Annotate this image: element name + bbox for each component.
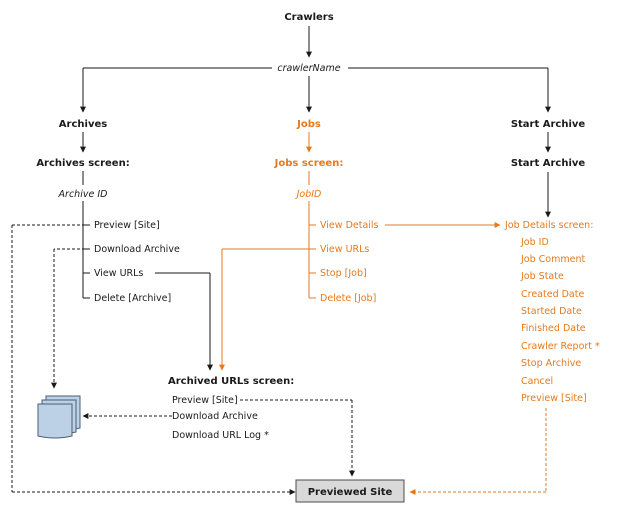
crawlers-label: Crawlers <box>284 12 333 23</box>
crawler-name-label: crawlerName <box>277 63 340 74</box>
job-details-screen-label: Job Details screen: <box>504 220 593 231</box>
archived-urls-screen-label: Archived URLs screen: <box>168 376 294 387</box>
job-details-item: Crawler Report * <box>521 341 600 352</box>
document-stack-icon <box>37 395 81 439</box>
job-details-item: Started Date <box>521 306 582 317</box>
job-action-view-details: View Details <box>320 220 379 231</box>
archived-urls-item-log: Download URL Log * <box>172 430 269 441</box>
jobs-screen-label: Jobs screen: <box>274 158 344 169</box>
archive-action-preview: Preview [Site] <box>94 220 160 231</box>
connectors-dashed <box>11 224 547 495</box>
archived-urls-item-download: Download Archive <box>172 411 258 422</box>
archive-actions: Preview [Site] Download Archive View URL… <box>94 220 180 304</box>
archive-action-download: Download Archive <box>94 244 180 255</box>
job-details-item: Cancel <box>521 376 553 387</box>
archive-action-delete: Delete [Archive] <box>94 293 171 304</box>
job-action-delete: Delete [Job] <box>320 293 376 304</box>
start-archive-label: Start Archive <box>511 119 586 130</box>
archive-id-label: Archive ID <box>58 189 108 200</box>
job-details-item: Stop Archive <box>521 358 581 369</box>
connectors-orange <box>219 132 501 371</box>
job-details-item: Created Date <box>521 289 584 300</box>
archived-urls-item-preview: Preview [Site] <box>172 395 238 406</box>
archives-label: Archives <box>59 119 107 130</box>
job-details-screen: Job Details screen: Job ID Job Comment J… <box>504 220 600 404</box>
archive-action-view-urls: View URLs <box>94 268 143 279</box>
job-details-item: Finished Date <box>521 323 586 334</box>
archived-urls-screen: Archived URLs screen: Preview [Site] Dow… <box>168 376 294 441</box>
start-archive-2-label: Start Archive <box>511 158 586 169</box>
archives-screen-label: Archives screen: <box>36 158 129 169</box>
job-action-stop: Stop [Job] <box>320 268 367 279</box>
job-actions: View Details View URLs Stop [Job] Delete… <box>320 220 379 304</box>
job-details-item: Job Comment <box>520 254 585 265</box>
jobs-label: Jobs <box>296 119 321 130</box>
job-details-item: Preview [Site] <box>521 393 587 404</box>
job-details-item: Job ID <box>520 237 549 248</box>
job-id-label: JobID <box>295 189 322 200</box>
previewed-site-box: Previewed Site <box>295 479 405 503</box>
job-details-item: Job State <box>520 271 564 282</box>
job-action-view-urls: View URLs <box>320 244 369 255</box>
previewed-site-label: Previewed Site <box>308 487 393 498</box>
